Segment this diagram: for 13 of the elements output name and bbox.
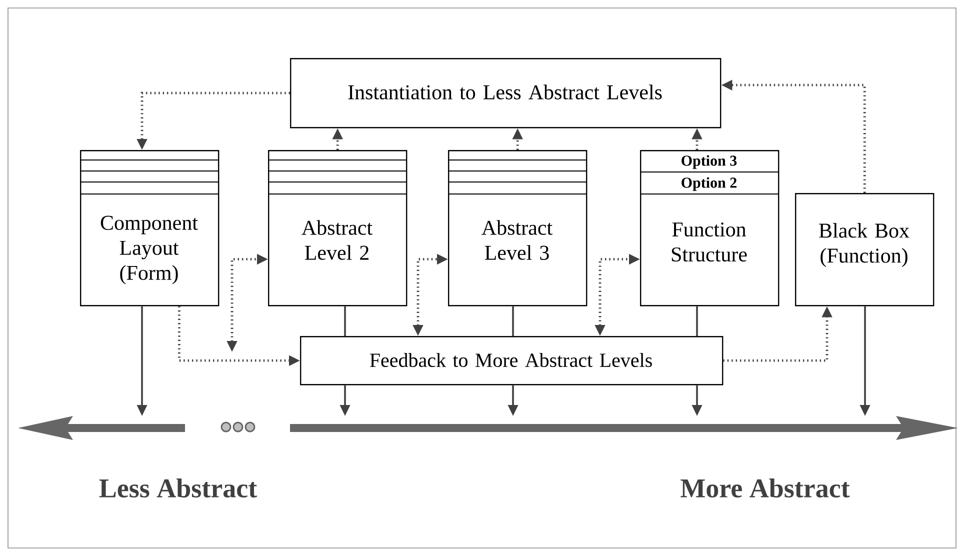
- level-box: Abstract Level 3: [448, 150, 588, 306]
- process-box: Instantiation to Less Abstract Levels: [290, 58, 722, 128]
- axis-label: Less Abstract: [99, 478, 257, 498]
- double-arrow-bar: [18, 416, 958, 440]
- level-box: Component Layout (Form): [80, 150, 220, 306]
- connector-line: [512, 306, 514, 336]
- level-box: Option 3 Option 2 Function Structure: [640, 150, 780, 306]
- level-box: Abstract Level 2: [268, 150, 408, 306]
- connector-line: [696, 306, 698, 336]
- level-box: Black Box (Function): [795, 193, 934, 306]
- process-box: Feedback to More Abstract Levels: [300, 336, 724, 386]
- connector-line: [344, 306, 346, 336]
- axis-label: More Abstract: [680, 478, 850, 498]
